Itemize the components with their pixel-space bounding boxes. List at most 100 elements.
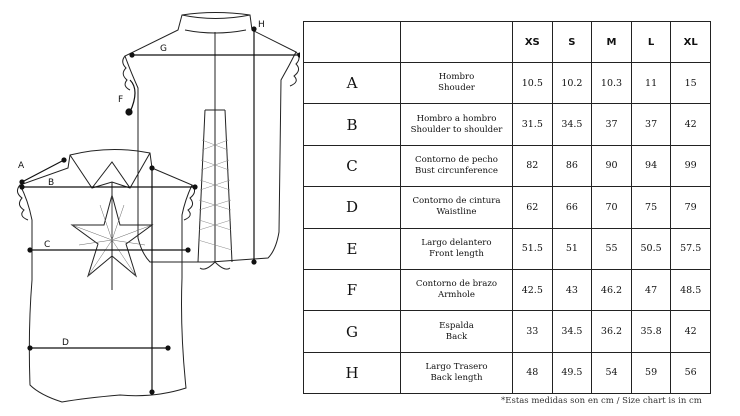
size-value: 59	[630, 351, 672, 395]
diagram-label-c: C	[44, 240, 50, 250]
description-en: Shouder	[438, 83, 475, 94]
front-shirt-outline	[19, 148, 193, 403]
back-pleat	[197, 109, 233, 263]
size-value: 51.5	[512, 227, 553, 270]
size-value: 34.5	[551, 310, 593, 353]
row-letter: B	[303, 103, 401, 146]
diagram-label-b: B	[48, 178, 54, 188]
size-value: 99	[670, 144, 711, 188]
description-es: Contorno de pecho	[415, 154, 498, 165]
description-es: Hombro	[438, 72, 475, 83]
size-value: 62	[512, 186, 553, 229]
description-en: Back	[445, 331, 468, 342]
size-value: 10.2	[551, 61, 593, 105]
measure-line-a	[21, 159, 65, 183]
row-letter: C	[303, 144, 401, 188]
description-en: Back length	[430, 372, 483, 383]
back-tie	[199, 261, 231, 270]
size-value: 79	[670, 186, 711, 229]
garment-diagram: G H F A B C D	[16, 12, 300, 403]
units-footnote: *Estas medidas son en cm / Size chart is…	[501, 396, 702, 406]
size-value: 34.5	[551, 103, 593, 146]
front-sleeve-ruffle-left	[16, 184, 29, 221]
front-sleeve-ruffle-right	[183, 184, 196, 221]
size-value: 43	[551, 268, 593, 312]
header-blank-cell	[303, 21, 401, 63]
size-value: 10.5	[512, 61, 553, 105]
size-value: 47	[630, 268, 672, 312]
back-pleat-hatch	[197, 139, 233, 251]
row-letter: H	[303, 351, 401, 395]
size-value: 37	[630, 103, 672, 146]
size-value: 50.5	[630, 227, 672, 270]
description-es: Largo Trasero	[425, 361, 488, 372]
size-value: 66	[551, 186, 593, 229]
back-sleeve-ruffle-left	[122, 55, 131, 91]
diagram-label-f: F	[118, 95, 123, 105]
back-collar	[181, 14, 251, 34]
size-value: 57.5	[670, 227, 711, 270]
size-value: 55	[591, 227, 632, 270]
back-sleeve-ruffle-right	[289, 51, 300, 87]
diagram-label-a: A	[18, 161, 25, 171]
row-letter: E	[303, 227, 401, 270]
size-header: S	[551, 21, 593, 63]
size-value: 31.5	[512, 103, 553, 146]
size-value: 70	[591, 186, 632, 229]
description-es: Hombro a hombro	[416, 113, 497, 124]
size-value: 56	[670, 351, 711, 395]
description-es: Contorno de cintura	[412, 196, 501, 207]
row-letter: D	[303, 186, 401, 229]
size-value: 15	[670, 61, 711, 105]
description-en: Front length	[429, 248, 484, 259]
size-value: 37	[591, 103, 632, 146]
size-value: 86	[551, 144, 593, 188]
size-value: 10.3	[591, 61, 632, 105]
measure-line-f	[129, 79, 136, 113]
size-value: 11	[630, 61, 672, 105]
row-letter: G	[303, 310, 401, 353]
description-en: Armhole	[437, 290, 475, 301]
row-letter: A	[303, 61, 401, 105]
star-motif	[70, 193, 154, 278]
diagram-label-h: H	[258, 20, 265, 30]
description-es: Largo delantero	[421, 237, 492, 248]
size-value: 42	[670, 310, 711, 353]
size-value: 49.5	[551, 351, 593, 395]
diagram-label-d: D	[62, 338, 69, 348]
size-value: 51	[551, 227, 593, 270]
size-header: XS	[512, 21, 553, 63]
size-value: 42.5	[512, 268, 553, 312]
size-value: 54	[591, 351, 632, 395]
description-es: Contorno de brazo	[415, 279, 498, 290]
size-value: 42	[670, 103, 711, 146]
description-en: Bust circunference	[415, 165, 498, 176]
size-value: 94	[630, 144, 672, 188]
diagram-label-g: G	[160, 44, 167, 54]
description-en: Shoulder to shoulder	[410, 124, 503, 135]
description-es: Espalda	[439, 320, 474, 331]
size-header: L	[630, 21, 672, 63]
size-value: 35.8	[630, 310, 672, 353]
description-en: Waistline	[436, 207, 477, 218]
size-value: 46.2	[591, 268, 632, 312]
size-value: 90	[591, 144, 632, 188]
size-value: 75	[630, 186, 672, 229]
size-value: 33	[512, 310, 553, 353]
